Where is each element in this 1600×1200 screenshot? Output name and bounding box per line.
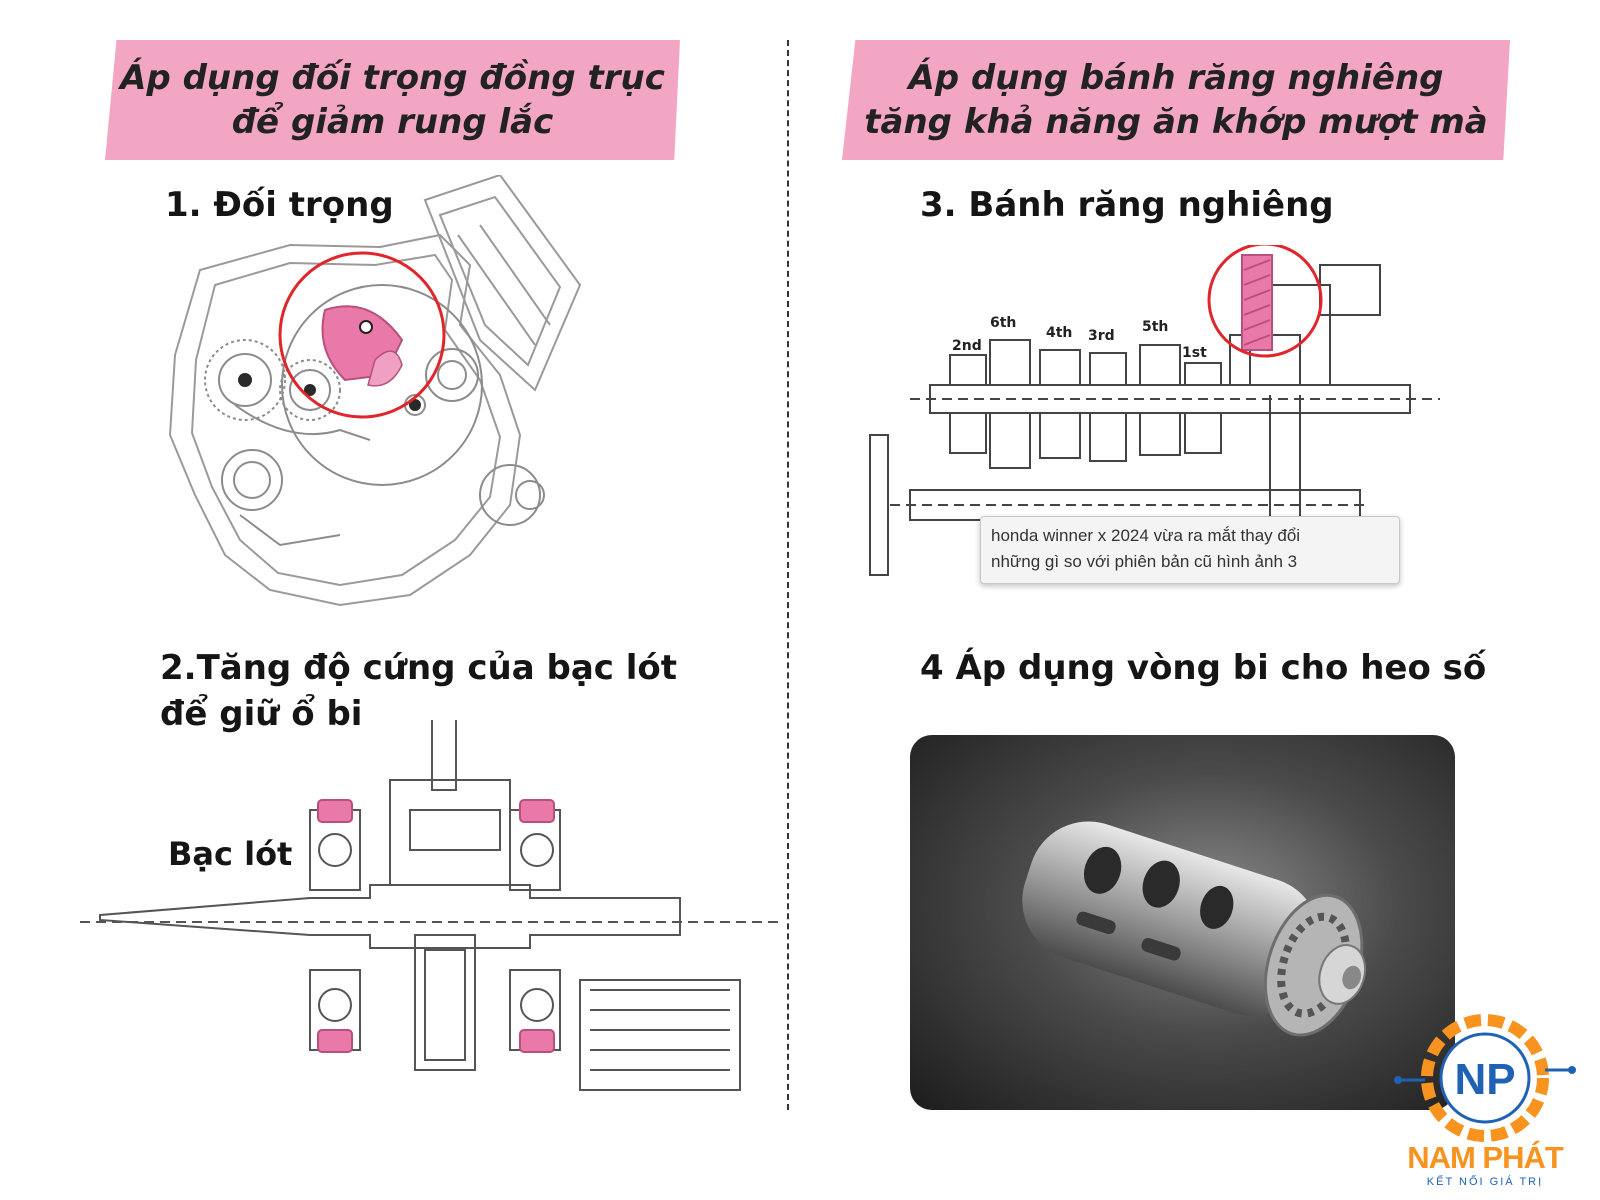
section-1-title: 1. Đối trọng — [165, 185, 394, 225]
gear-label: 5th — [1142, 319, 1168, 335]
gear-label: 6th — [990, 315, 1016, 331]
tooltip-line1: honda winner x 2024 vừa ra mắt thay đổi — [991, 526, 1301, 545]
banner-left-line2: để giảm rung lắc — [231, 102, 554, 142]
tooltip-line2: những gì so với phiên bản cũ hình ảnh 3 — [991, 552, 1298, 571]
banner-left-line1: Áp dụng đối trọng đồng trục — [120, 58, 665, 98]
logo-initials: NP — [1454, 1055, 1515, 1104]
logo-name: NAM PHÁT — [1407, 1140, 1564, 1175]
banner-right: Áp dụng bánh răng nghiêng tăng khả năng … — [842, 40, 1510, 160]
section-4-title: 4 Áp dụng vòng bi cho heo số — [920, 648, 1487, 688]
banner-left-text: Áp dụng đối trọng đồng trục để giảm rung… — [120, 56, 665, 144]
section-2-title: 2.Tăng độ cứng của bạc lót để giữ ổ bi — [160, 645, 677, 737]
center-divider — [787, 40, 789, 1110]
section-2-title-line1: 2.Tăng độ cứng của bạc lót — [160, 648, 678, 688]
crankshaft-bearing-diagram — [80, 720, 780, 1091]
banner-right-text: Áp dụng bánh răng nghiêng tăng khả năng … — [864, 56, 1488, 144]
bushing-label: Bạc lót — [168, 835, 293, 873]
gear-label: 4th — [1046, 325, 1072, 341]
image-tooltip: honda winner x 2024 vừa ra mắt thay đổi … — [980, 516, 1400, 584]
section-2-title-line2: để giữ ổ bi — [160, 694, 363, 734]
engine-crankcase-diagram — [168, 175, 582, 607]
banner-left: Áp dụng đối trọng đồng trục để giảm rung… — [105, 40, 680, 160]
nam-phat-logo-icon: NP — [1394, 1014, 1576, 1142]
gear-label: 2nd — [952, 338, 982, 354]
section-3-title: 3. Bánh răng nghiêng — [920, 185, 1334, 225]
shift-drum-illustration — [1022, 821, 1367, 1037]
banner-right-line2: tăng khả năng ăn khớp mượt mà — [864, 102, 1488, 142]
shift-drum-photo — [910, 735, 1455, 1110]
logo-tagline: KẾT NỐI GIÁ TRỊ — [1426, 1176, 1544, 1188]
gear-label: 1st — [1182, 345, 1207, 361]
gear-label: 3rd — [1088, 328, 1115, 344]
banner-right-line1: Áp dụng bánh răng nghiêng — [908, 58, 1444, 98]
